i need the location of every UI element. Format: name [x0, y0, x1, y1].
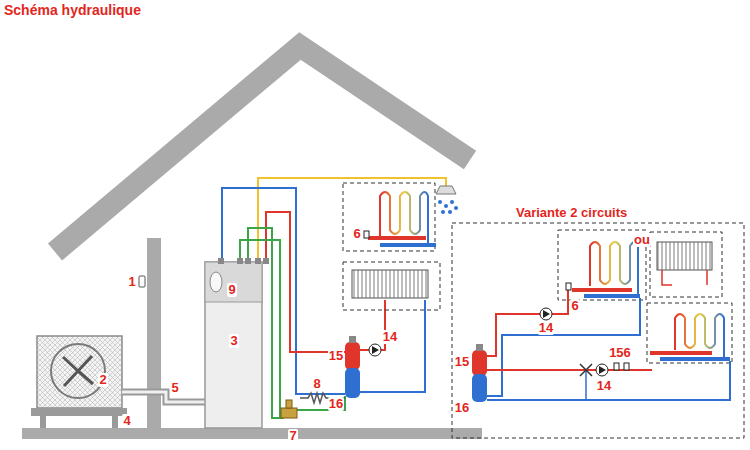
callout-number: 6 — [352, 227, 361, 241]
callout-number: 14 — [538, 321, 554, 335]
callout-number: 7 — [288, 429, 297, 443]
thermostat — [614, 363, 619, 370]
floor-coil — [590, 242, 638, 296]
radiator — [352, 270, 428, 298]
pump — [596, 364, 608, 376]
variant-frame — [452, 223, 744, 438]
zone-frame — [343, 262, 440, 310]
callout-number: 8 — [312, 377, 321, 391]
callout-number: 14 — [382, 330, 398, 344]
callout-number: 16 — [328, 397, 344, 411]
callout-number: ou — [633, 233, 651, 247]
box-heading: Variante 2 circuits — [514, 205, 629, 220]
callout-number: 1 — [127, 275, 136, 289]
thermostat — [566, 283, 571, 290]
pump-arrow — [599, 366, 606, 374]
hot-water-pipe — [258, 178, 446, 262]
radiator-pipe — [662, 270, 707, 285]
callout-number: 3 — [229, 334, 238, 348]
manifold-flow — [572, 288, 632, 292]
mixing-valve — [580, 364, 592, 376]
callout-number: 156 — [608, 346, 632, 360]
pump — [369, 344, 381, 356]
thermostat — [364, 231, 369, 238]
pump-arrow — [372, 346, 379, 354]
circuit-return — [487, 298, 640, 396]
safety-group — [281, 400, 297, 418]
manifold-flow — [368, 236, 426, 240]
indoor-tank — [205, 258, 269, 428]
radiator-return — [360, 300, 425, 392]
zone-frame — [343, 183, 435, 251]
pump-arrow — [543, 310, 550, 318]
post — [147, 238, 161, 430]
refrigerant-pipe-inner — [122, 392, 205, 402]
variant-box: Variante 2 circuits — [452, 203, 744, 438]
flow-pipe — [266, 212, 345, 352]
callout-number: 6 — [570, 299, 579, 313]
callout-number: 15 — [454, 355, 470, 369]
diagram-title: Schéma hydraulique — [4, 2, 141, 18]
roof — [55, 46, 470, 252]
zone-frame — [650, 232, 722, 297]
circuit-return — [487, 361, 730, 400]
pump — [540, 308, 552, 320]
outdoor-unit — [31, 336, 127, 428]
radiator — [657, 242, 712, 270]
mixing-bypass — [585, 370, 587, 400]
callout-number: 2 — [98, 373, 107, 387]
callout-number: 14 — [596, 379, 612, 393]
callout-number: 5 — [170, 381, 179, 395]
manifold-return — [584, 294, 640, 298]
manifold-flow — [650, 351, 712, 355]
zone-frame — [647, 303, 732, 363]
hydraulic-separator — [345, 336, 360, 398]
refrigerant-pipe — [122, 392, 205, 402]
shower-head — [436, 186, 458, 214]
manifold-return — [380, 243, 436, 247]
callout-number: 4 — [122, 414, 131, 428]
manifold-return — [660, 357, 730, 361]
hydraulic-separator — [472, 344, 487, 402]
callout-number: 16 — [454, 401, 470, 415]
callout-number: 15 — [328, 349, 344, 363]
circuit-flow — [487, 290, 568, 356]
outdoor-sensor — [139, 276, 145, 287]
ground — [22, 428, 482, 439]
callout-number: 9 — [227, 283, 236, 297]
thermostat — [624, 363, 629, 370]
